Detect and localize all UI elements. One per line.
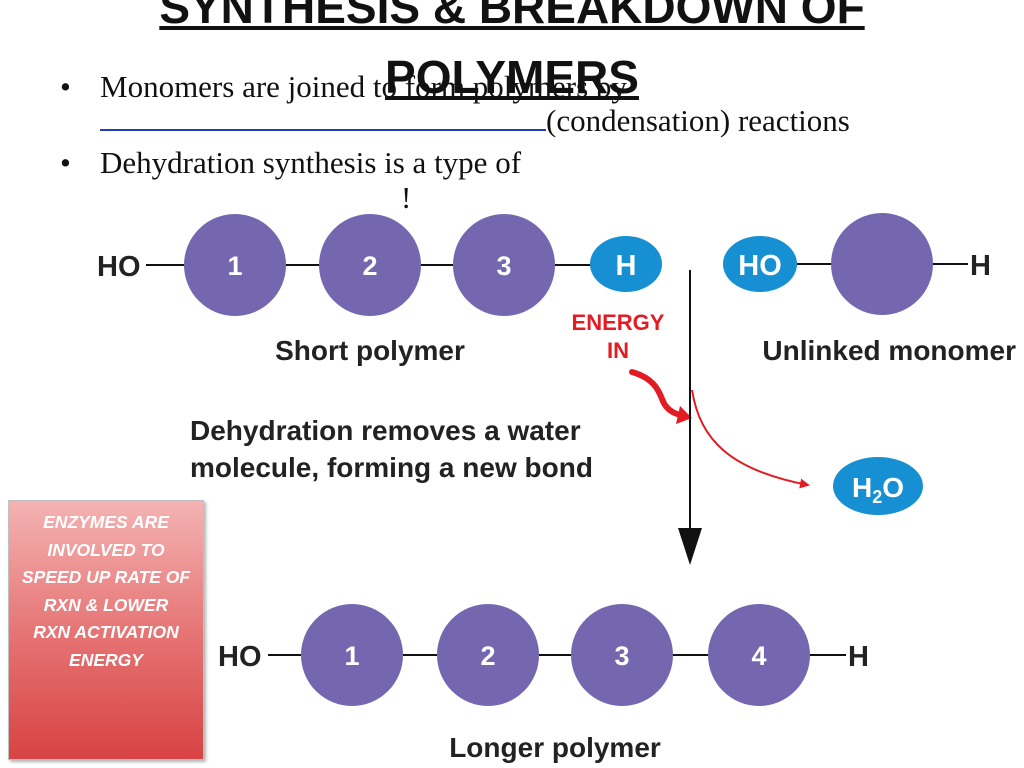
enzyme-note-line: RXN ACTIVATION xyxy=(33,622,179,642)
water-molecule-bubble xyxy=(833,457,923,515)
monomer-number: 1 xyxy=(344,641,359,671)
short-polymer: HO 1 2 3 H Short polymer xyxy=(97,214,662,366)
bullet-item: • Monomers are joined to form polymers b… xyxy=(60,70,1000,138)
unlinked-monomer: HO H Unlinked monomer xyxy=(723,213,1016,366)
energy-label-line-1: ENERGY xyxy=(572,310,665,335)
hydroxyl-end-group xyxy=(723,236,797,292)
description-line-1: Dehydration removes a water xyxy=(190,415,581,446)
title-line-1: SYNTHESIS & BREAKDOWN OF xyxy=(159,0,865,33)
bullet-list: • Monomers are joined to form polymers b… xyxy=(60,70,1000,180)
monomer-number: 4 xyxy=(751,641,766,671)
unlinked-monomer-left-end: HO xyxy=(738,250,782,282)
water-formula-subscript: 2 xyxy=(872,487,882,507)
longer-polymer-left-end: HO xyxy=(218,641,262,673)
enzyme-note-line: ENZYMES ARE xyxy=(43,512,169,532)
monomer-circle xyxy=(319,214,421,316)
monomer-circle xyxy=(301,604,403,706)
bullet-2-text: Dehydration synthesis is a type of xyxy=(100,145,522,180)
longer-polymer: HO 1 2 3 4 H Longer polymer xyxy=(218,604,869,763)
reaction-arrow-head xyxy=(678,528,702,565)
enzyme-note-line: RXN & LOWER xyxy=(43,594,169,615)
water-molecule: H2O xyxy=(833,457,923,515)
monomer-number: 1 xyxy=(227,251,242,281)
monomer-number: 3 xyxy=(496,251,511,281)
bullet-dot: • xyxy=(60,145,71,180)
enzyme-note-line: ENERGY xyxy=(69,649,143,670)
short-polymer-left-end: HO xyxy=(97,251,141,283)
fill-in-blank xyxy=(100,107,546,131)
monomer-circle xyxy=(453,214,555,316)
water-formula-o: O xyxy=(882,472,904,503)
longer-polymer-label: Longer polymer xyxy=(449,732,661,763)
bullet-dot: • xyxy=(60,69,71,104)
monomer-number: 2 xyxy=(480,641,495,671)
water-formula: H2O xyxy=(852,472,904,507)
longer-polymer-right-end: H xyxy=(848,641,869,673)
monomer-circle xyxy=(184,214,286,316)
hydrogen-end-group xyxy=(590,236,662,292)
energy-in-arrowhead xyxy=(676,406,692,424)
monomer-number: 2 xyxy=(362,251,377,281)
slide-title: SYNTHESIS & BREAKDOWN OF POLYMERS xyxy=(0,0,1024,112)
water-formula-h: H xyxy=(852,472,872,503)
monomer-circle xyxy=(708,604,810,706)
bullet-1-prefix: Monomers are joined to form polymers by xyxy=(100,69,627,104)
title-line-2: POLYMERS xyxy=(385,51,639,103)
enzyme-note-line: INVOLVED TO xyxy=(47,539,165,560)
bullet-item: • Dehydration synthesis is a type of xyxy=(60,146,1000,180)
monomer-number: 3 xyxy=(614,641,629,671)
energy-label-line-2: IN xyxy=(607,338,629,363)
monomer-circle xyxy=(831,213,933,315)
water-release-arrow xyxy=(691,389,810,489)
enzyme-note-line: SPEED UP RATE OF xyxy=(21,567,191,587)
bullet-2-mark: ! xyxy=(401,180,412,215)
monomer-circle xyxy=(437,604,539,706)
energy-in-arrow xyxy=(629,369,687,419)
unlinked-monomer-label: Unlinked monomer xyxy=(762,335,1016,366)
short-polymer-right-end: H xyxy=(616,250,637,282)
monomer-circle xyxy=(571,604,673,706)
description-line-2: molecule, forming a new bond xyxy=(190,452,593,483)
bullet-1-suffix: (condensation) reactions xyxy=(546,103,850,138)
unlinked-monomer-right-end: H xyxy=(970,250,991,282)
short-polymer-label: Short polymer xyxy=(275,335,465,366)
enzyme-note-box: ENZYMES ARE INVOLVED TO SPEED UP RATE OF… xyxy=(8,500,204,760)
